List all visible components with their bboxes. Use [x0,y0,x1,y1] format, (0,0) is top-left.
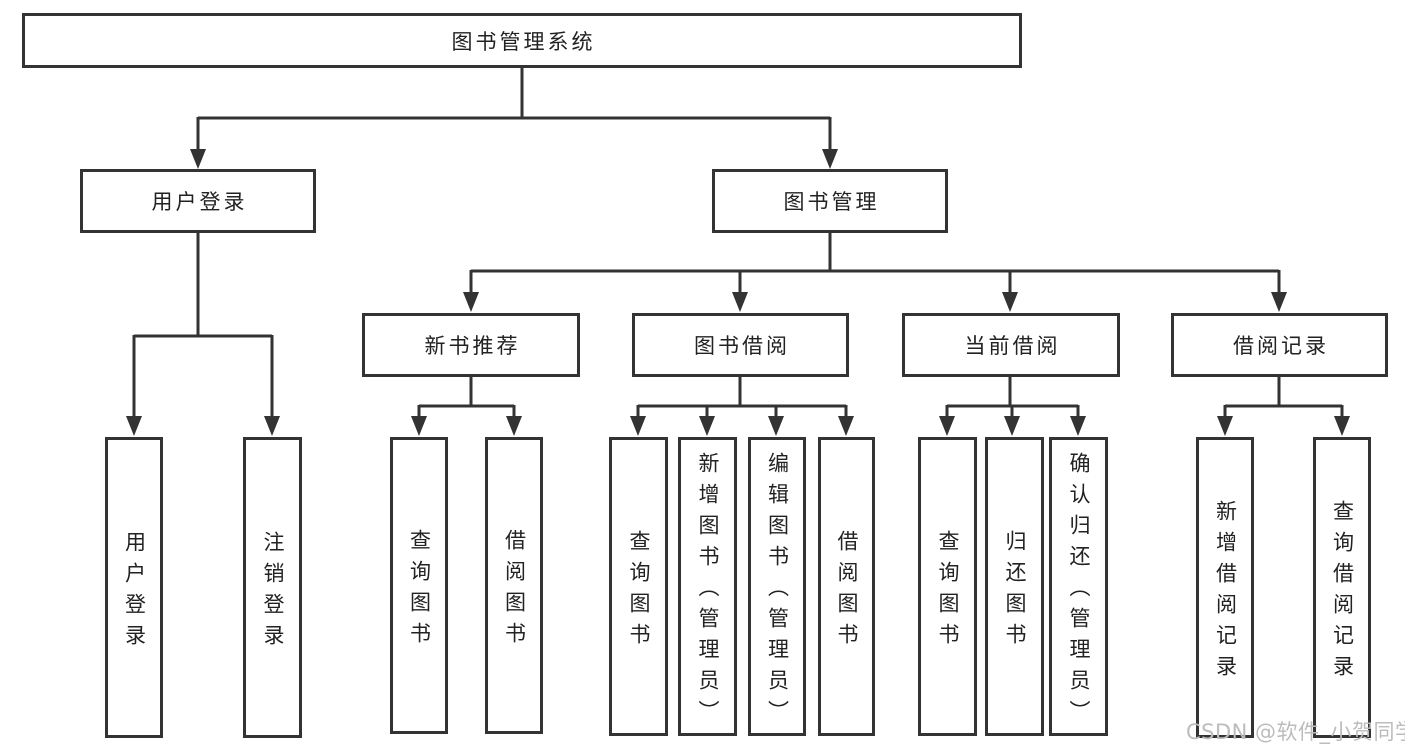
node-label: 当前借阅 [964,334,1061,358]
arrow-down-icon [1002,292,1018,312]
connector-borrow-records-to-leaves [1223,377,1344,419]
node-borrow-records: 借阅记录 [1171,313,1388,377]
connector-new-book-to-leaves [417,377,516,419]
connector-current-borrow-to-leaves [945,377,1080,419]
connector-root-to-level2 [196,68,832,152]
node-new-book-recommend: 新书推荐 [362,313,580,377]
leaf-borrow-add-books-admin: 新增图书（管理员） [678,437,737,736]
node-label: 借阅记录 [1233,334,1329,358]
connector-book-management-to-level3 [469,233,1281,295]
node-label: 图书借阅 [694,334,790,358]
node-book-management: 图书管理 [712,169,948,233]
node-label: 新增图书（管理员） [696,452,720,731]
arrow-down-icon [1004,416,1020,436]
node-label: 归还图书 [1003,529,1027,654]
node-label: 确认归还（管理员） [1067,452,1091,731]
node-label: 借阅图书 [835,529,859,654]
arrow-down-icon [411,416,427,436]
node-label: 借阅图书 [502,528,527,653]
arrow-down-icon [732,292,748,312]
leaf-current-return-books: 归还图书 [985,437,1044,736]
node-label: 用户登录 [122,530,147,655]
leaf-logout: 注销登录 [243,437,302,738]
node-label: 查询图书 [407,528,432,653]
arrow-down-icon [506,416,522,436]
leaf-borrow-query-books: 查询图书 [609,437,668,736]
node-label: 注销登录 [261,530,285,655]
connector-book-borrow-to-leaves [636,377,848,419]
arrow-down-icon [1334,416,1350,436]
node-label: 查询借阅记录 [1330,499,1355,686]
arrow-down-icon [1070,416,1086,436]
node-label: 图书管理 [783,190,880,214]
node-label: 编辑图书（管理员） [765,452,790,731]
arrow-down-icon [463,292,479,312]
node-label: 用户登录 [151,190,248,214]
node-label: 新增借阅记录 [1213,499,1238,686]
node-user-login: 用户登录 [80,169,316,233]
connector-user-login-to-leaves [132,233,274,419]
node-root-library-system: 图书管理系统 [22,13,1022,68]
arrowheads [126,149,1350,436]
arrow-down-icon [939,416,955,436]
arrow-down-icon [1217,416,1233,436]
leaf-newbook-borrow-books: 借阅图书 [485,437,543,734]
leaf-user-login: 用户登录 [105,437,163,738]
arrow-down-icon [838,416,854,436]
csdn-watermark: CSDN @软件_小贺同学 [1186,720,1405,744]
node-current-borrow: 当前借阅 [902,313,1120,377]
node-label: 查询图书 [936,529,960,654]
node-label: 新书推荐 [424,334,521,358]
leaf-records-add-record: 新增借阅记录 [1196,437,1254,738]
node-label: 查询图书 [627,529,651,654]
node-label: 图书管理系统 [451,29,596,54]
arrow-down-icon [822,149,838,169]
arrow-down-icon [768,416,784,436]
arrow-down-icon [190,149,206,169]
arrow-down-icon [699,416,715,436]
leaf-borrow-borrow-books: 借阅图书 [818,437,875,736]
arrow-down-icon [1271,292,1287,312]
leaf-newbook-query-books: 查询图书 [390,437,448,734]
leaf-current-confirm-return-admin: 确认归还（管理员） [1049,437,1108,736]
arrow-down-icon [126,416,142,436]
leaf-current-query-books: 查询图书 [918,437,977,736]
leaf-borrow-edit-books-admin: 编辑图书（管理员） [748,437,806,736]
node-book-borrow: 图书借阅 [632,313,849,377]
arrow-down-icon [630,416,646,436]
leaf-records-query-record: 查询借阅记录 [1313,437,1371,738]
arrow-down-icon [264,416,280,436]
